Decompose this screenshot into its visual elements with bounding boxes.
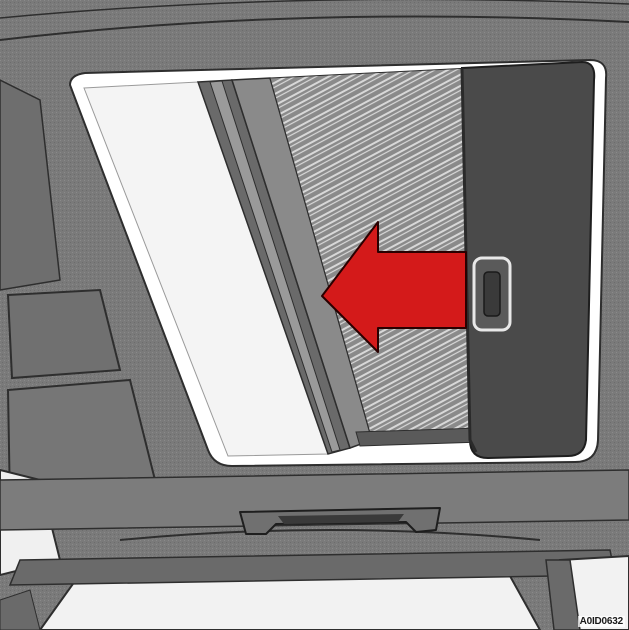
figure-reference-code: A0ID0632 [578, 616, 625, 627]
left-lamp [8, 290, 120, 378]
sunshade-handle-inner [484, 272, 500, 316]
